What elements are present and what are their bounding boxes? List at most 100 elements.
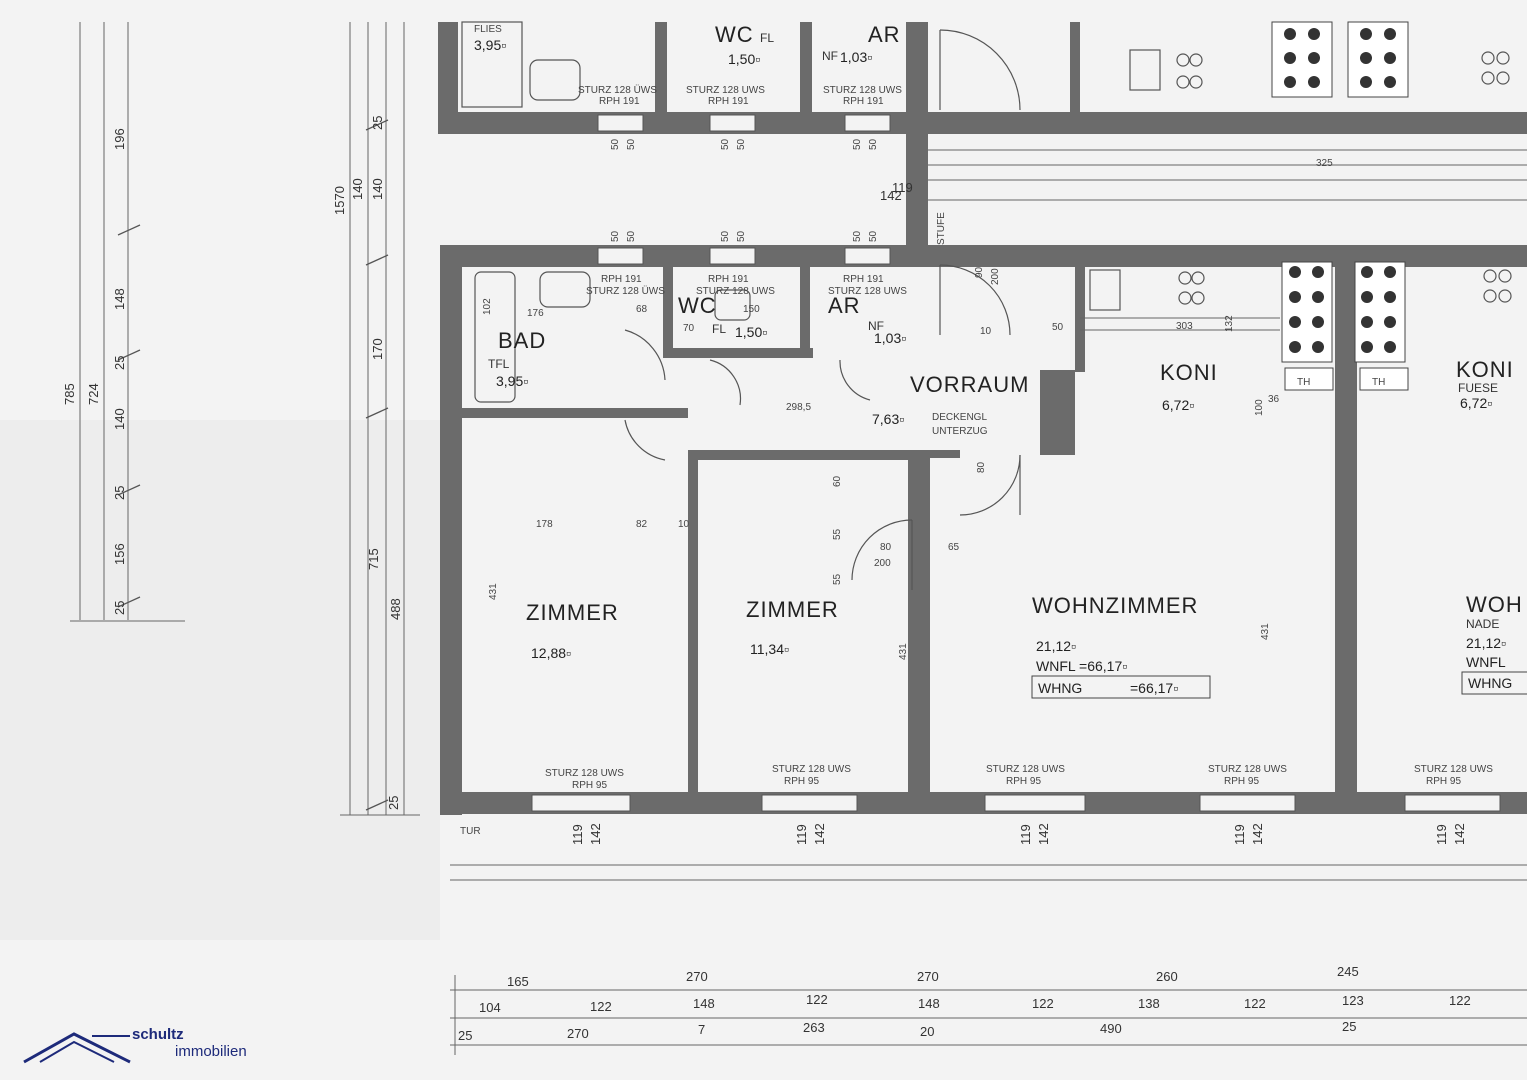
svg-text:50: 50 <box>610 230 621 242</box>
door-swings <box>624 29 1021 590</box>
company-logo: schultz immobilien <box>22 1022 262 1066</box>
svg-text:119: 119 <box>1018 824 1033 845</box>
room-ar-top: AR NF 1,03▫ <box>822 22 900 65</box>
dim-270b: 270 <box>917 969 939 984</box>
dim-25-mid: 25 <box>370 116 385 130</box>
svg-text:36: 36 <box>1268 394 1280 405</box>
sturz-labels: STURZ 128 ÜWS RPH 191 STURZ 128 UWS RPH … <box>460 84 1493 837</box>
svg-text:55: 55 <box>832 573 843 585</box>
fixtures <box>461 21 1512 403</box>
svg-text:STURZ 128 UWS: STURZ 128 UWS <box>696 286 775 297</box>
svg-text:102: 102 <box>482 298 493 315</box>
svg-text:50: 50 <box>626 230 637 242</box>
svg-text:3,95▫: 3,95▫ <box>474 37 506 53</box>
room-ar: AR NF 1,03▫ <box>828 293 906 346</box>
dim-488: 488 <box>388 598 403 620</box>
svg-text:NADE: NADE <box>1466 617 1499 631</box>
svg-text:STURZ 128 UWS: STURZ 128 UWS <box>1208 764 1287 775</box>
svg-text:UNTERZUG: UNTERZUG <box>932 426 988 437</box>
dim-148: 148 <box>112 288 127 310</box>
dim-25-b2: 25 <box>1342 1019 1356 1034</box>
shaft-grids <box>1271 21 1409 391</box>
svg-text:ZIMMER: ZIMMER <box>526 600 619 625</box>
svg-text:STUFE: STUFE <box>936 212 947 245</box>
svg-text:WOH: WOH <box>1466 592 1523 617</box>
svg-text:RPH 95: RPH 95 <box>1224 776 1259 787</box>
svg-text:STURZ 128 ÜWS: STURZ 128 ÜWS <box>586 285 665 297</box>
svg-text:1,50▫: 1,50▫ <box>735 324 767 340</box>
svg-text:142: 142 <box>1036 823 1051 845</box>
dim-245: 245 <box>1337 964 1359 979</box>
svg-text:RPH 191: RPH 191 <box>599 96 640 107</box>
svg-text:142: 142 <box>812 823 827 845</box>
dim-715: 715 <box>366 548 381 570</box>
dim-724: 724 <box>86 383 101 405</box>
svg-text:ZIMMER: ZIMMER <box>746 597 839 622</box>
middle-dimension-chain: 1570 140 170 715 488 140 25 25 <box>332 22 420 816</box>
dim-25c: 25 <box>112 601 127 615</box>
logo-text-immobilien: immobilien <box>175 1043 247 1060</box>
interior-dimensions: 50 50 50 50 50 50 50 50 50 50 50 50 325 … <box>482 138 1333 660</box>
svg-text:STURZ 128 UWS: STURZ 128 UWS <box>545 768 624 779</box>
svg-text:303: 303 <box>1176 321 1193 332</box>
svg-text:6,72▫: 6,72▫ <box>1460 395 1492 411</box>
svg-text:119: 119 <box>1434 824 1449 845</box>
corridor-lines <box>928 149 1527 331</box>
svg-text:119: 119 <box>794 824 809 845</box>
svg-text:STURZ 128 ÜWS: STURZ 128 ÜWS <box>578 84 657 96</box>
svg-text:KONI: KONI <box>1160 360 1218 385</box>
svg-text:298,5: 298,5 <box>786 402 811 413</box>
logo-text-schultz: schultz <box>132 1026 184 1043</box>
svg-text:STURZ 128 UWS: STURZ 128 UWS <box>828 286 907 297</box>
svg-text:100: 100 <box>1254 399 1265 416</box>
dim-165: 165 <box>507 974 529 989</box>
svg-text:RPH 191: RPH 191 <box>843 274 884 285</box>
dim-104: 104 <box>479 1000 501 1015</box>
svg-text:7,63▫: 7,63▫ <box>872 411 904 427</box>
dim-7: 7 <box>698 1022 705 1037</box>
dim-123: 123 <box>1342 993 1364 1008</box>
svg-text:FUESE: FUESE <box>1458 381 1498 395</box>
svg-text:WHNG: WHNG <box>1038 680 1082 696</box>
svg-text:STURZ 128 UWS: STURZ 128 UWS <box>1414 764 1493 775</box>
svg-text:1,03▫: 1,03▫ <box>874 330 906 346</box>
svg-text:325: 325 <box>1316 158 1333 169</box>
svg-text:200: 200 <box>874 558 891 569</box>
room-bad: BAD TFL 3,95▫ <box>488 328 545 389</box>
svg-text:TFL: TFL <box>488 357 510 371</box>
svg-text:1,03▫: 1,03▫ <box>840 49 872 65</box>
svg-text:200: 200 <box>990 268 1001 285</box>
svg-text:82: 82 <box>636 519 648 530</box>
svg-text:431: 431 <box>488 583 499 600</box>
dim-122d: 122 <box>1244 996 1266 1011</box>
svg-text:50: 50 <box>868 230 879 242</box>
dim-122a: 122 <box>590 999 612 1014</box>
svg-text:FL: FL <box>760 31 774 45</box>
dim-122e: 122 <box>1449 993 1471 1008</box>
dim-170: 170 <box>370 338 385 360</box>
svg-text:RPH 191: RPH 191 <box>843 96 884 107</box>
bottom-dimension-chain <box>450 864 1527 1055</box>
svg-text:132: 132 <box>1224 315 1235 332</box>
svg-text:WNFL: WNFL <box>1466 654 1506 670</box>
svg-text:WC: WC <box>678 293 717 318</box>
svg-text:RPH 95: RPH 95 <box>1006 776 1041 787</box>
room-wohnzimmer-right: WOH NADE 21,12▫ WNFL WHNG <box>1461 592 1527 695</box>
svg-text:RPH 95: RPH 95 <box>1426 776 1461 787</box>
svg-text:431: 431 <box>1260 623 1271 640</box>
svg-text:WHNG: WHNG <box>1468 675 1512 691</box>
svg-text:VORRAUM: VORRAUM <box>910 372 1029 397</box>
svg-text:10: 10 <box>678 519 690 530</box>
svg-text:80: 80 <box>976 461 987 473</box>
svg-text:WNFL =66,17▫: WNFL =66,17▫ <box>1036 658 1127 674</box>
dim-25a: 25 <box>112 356 127 370</box>
dim-25-bottom: 25 <box>386 796 401 810</box>
dim-260: 260 <box>1156 969 1178 984</box>
room-wohnzimmer: WOHNZIMMER 21,12▫ WNFL =66,17▫ WHNG =66,… <box>1031 593 1211 699</box>
svg-text:50: 50 <box>868 138 879 150</box>
svg-text:=66,17▫: =66,17▫ <box>1130 680 1178 696</box>
room-bad-top: FLIES 3,95▫ <box>474 24 506 53</box>
svg-text:65: 65 <box>948 542 960 553</box>
svg-text:RPH 95: RPH 95 <box>572 780 607 791</box>
